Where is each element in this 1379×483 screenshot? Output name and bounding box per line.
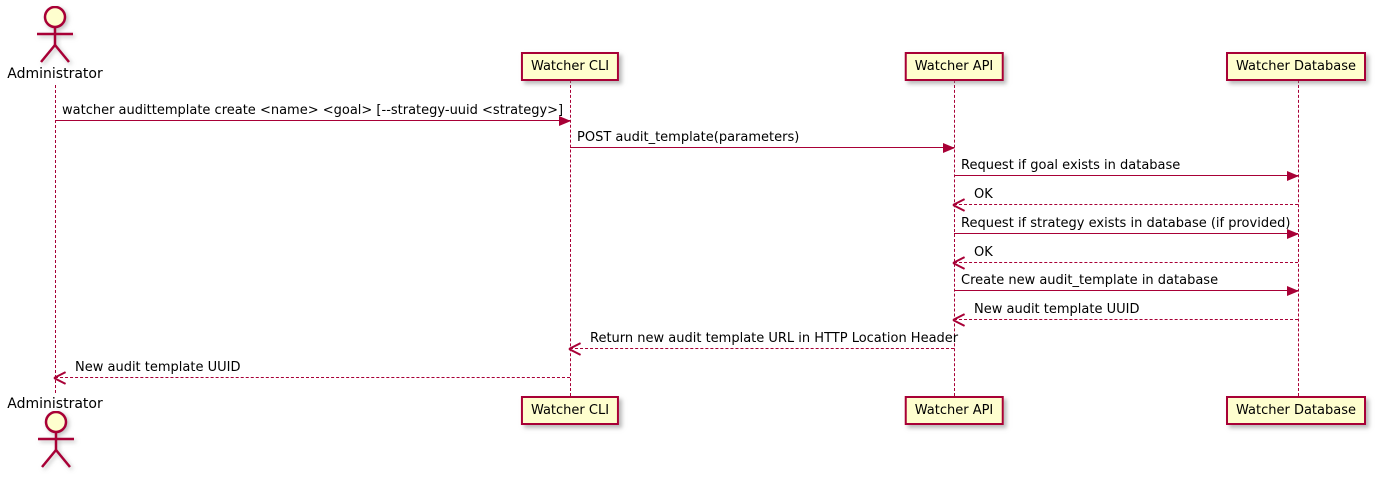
message-3: Request if goal exists in database [954,158,1299,181]
message-label: New audit template UUID [75,360,241,375]
message-7: Create new audit_template in database [954,273,1299,296]
message-label: Return new audit template URL in HTTP Lo… [590,331,959,346]
message-1: watcher audittemplate create <name> <goa… [55,103,571,126]
arrowhead-right-icon [559,116,571,126]
message-label: OK [974,245,993,260]
actor-administrator-bottom [33,411,79,469]
actor-icon [37,6,73,63]
message-6: OK [954,245,1298,263]
actor-label-bottom: Administrator [7,396,103,412]
participant-watcher-cli-top: Watcher CLI [520,52,620,81]
message-label: Request if goal exists in database [961,158,1181,173]
message-label: Create new audit_template in database [961,273,1219,288]
participant-watcher-database-top: Watcher Database [1226,52,1366,81]
lifeline-administrator [55,85,56,393]
participant-watcher-api-bottom: Watcher API [904,396,1004,425]
message-10: New audit template UUID [55,360,570,378]
lifeline-watcher-cli [570,80,571,396]
actor-icon [38,411,74,468]
message-2: POST audit_template(parameters) [570,130,955,153]
message-5: Request if strategy exists in database (… [954,216,1299,239]
message-label: OK [974,187,993,202]
actor-administrator-top [32,6,78,64]
arrowhead-right-icon [1287,286,1299,296]
message-8: New audit template UUID [954,302,1298,320]
arrowhead-right-icon [943,143,955,153]
message-4: OK [954,187,1298,205]
message-label: watcher audittemplate create <name> <goa… [62,103,564,118]
message-label: POST audit_template(parameters) [577,130,800,145]
lifeline-watcher-api [954,80,955,396]
actor-label-top: Administrator [7,66,103,82]
participant-watcher-database-bottom: Watcher Database [1226,396,1366,425]
participant-watcher-cli-bottom: Watcher CLI [520,396,620,425]
arrowhead-right-icon [1287,171,1299,181]
message-label: New audit template UUID [974,302,1140,317]
arrowhead-right-icon [1287,229,1299,239]
message-label: Request if strategy exists in database (… [961,216,1291,231]
participant-watcher-api-top: Watcher API [904,52,1004,81]
message-9: Return new audit template URL in HTTP Lo… [570,331,958,349]
